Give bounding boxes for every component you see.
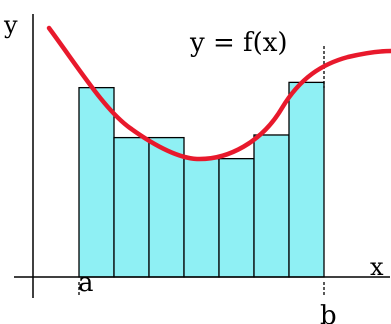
riemann-rectangle-7 xyxy=(288,81,325,278)
riemann-rectangle-6 xyxy=(253,134,290,278)
x-axis-label: x xyxy=(370,253,384,281)
riemann-rectangle-2 xyxy=(113,136,150,278)
riemann-rectangle-5 xyxy=(218,157,255,278)
function-curve xyxy=(46,25,391,162)
function-label: y = f(x) xyxy=(189,28,288,58)
a-label: a xyxy=(78,268,94,298)
riemann-rectangle-4 xyxy=(183,157,220,278)
b-label: b xyxy=(320,301,337,324)
y-axis-label: y xyxy=(3,11,18,39)
riemann-rectangle-1 xyxy=(78,86,115,278)
riemann-rectangle-3 xyxy=(148,136,185,278)
riemann-rectangles xyxy=(78,81,325,278)
